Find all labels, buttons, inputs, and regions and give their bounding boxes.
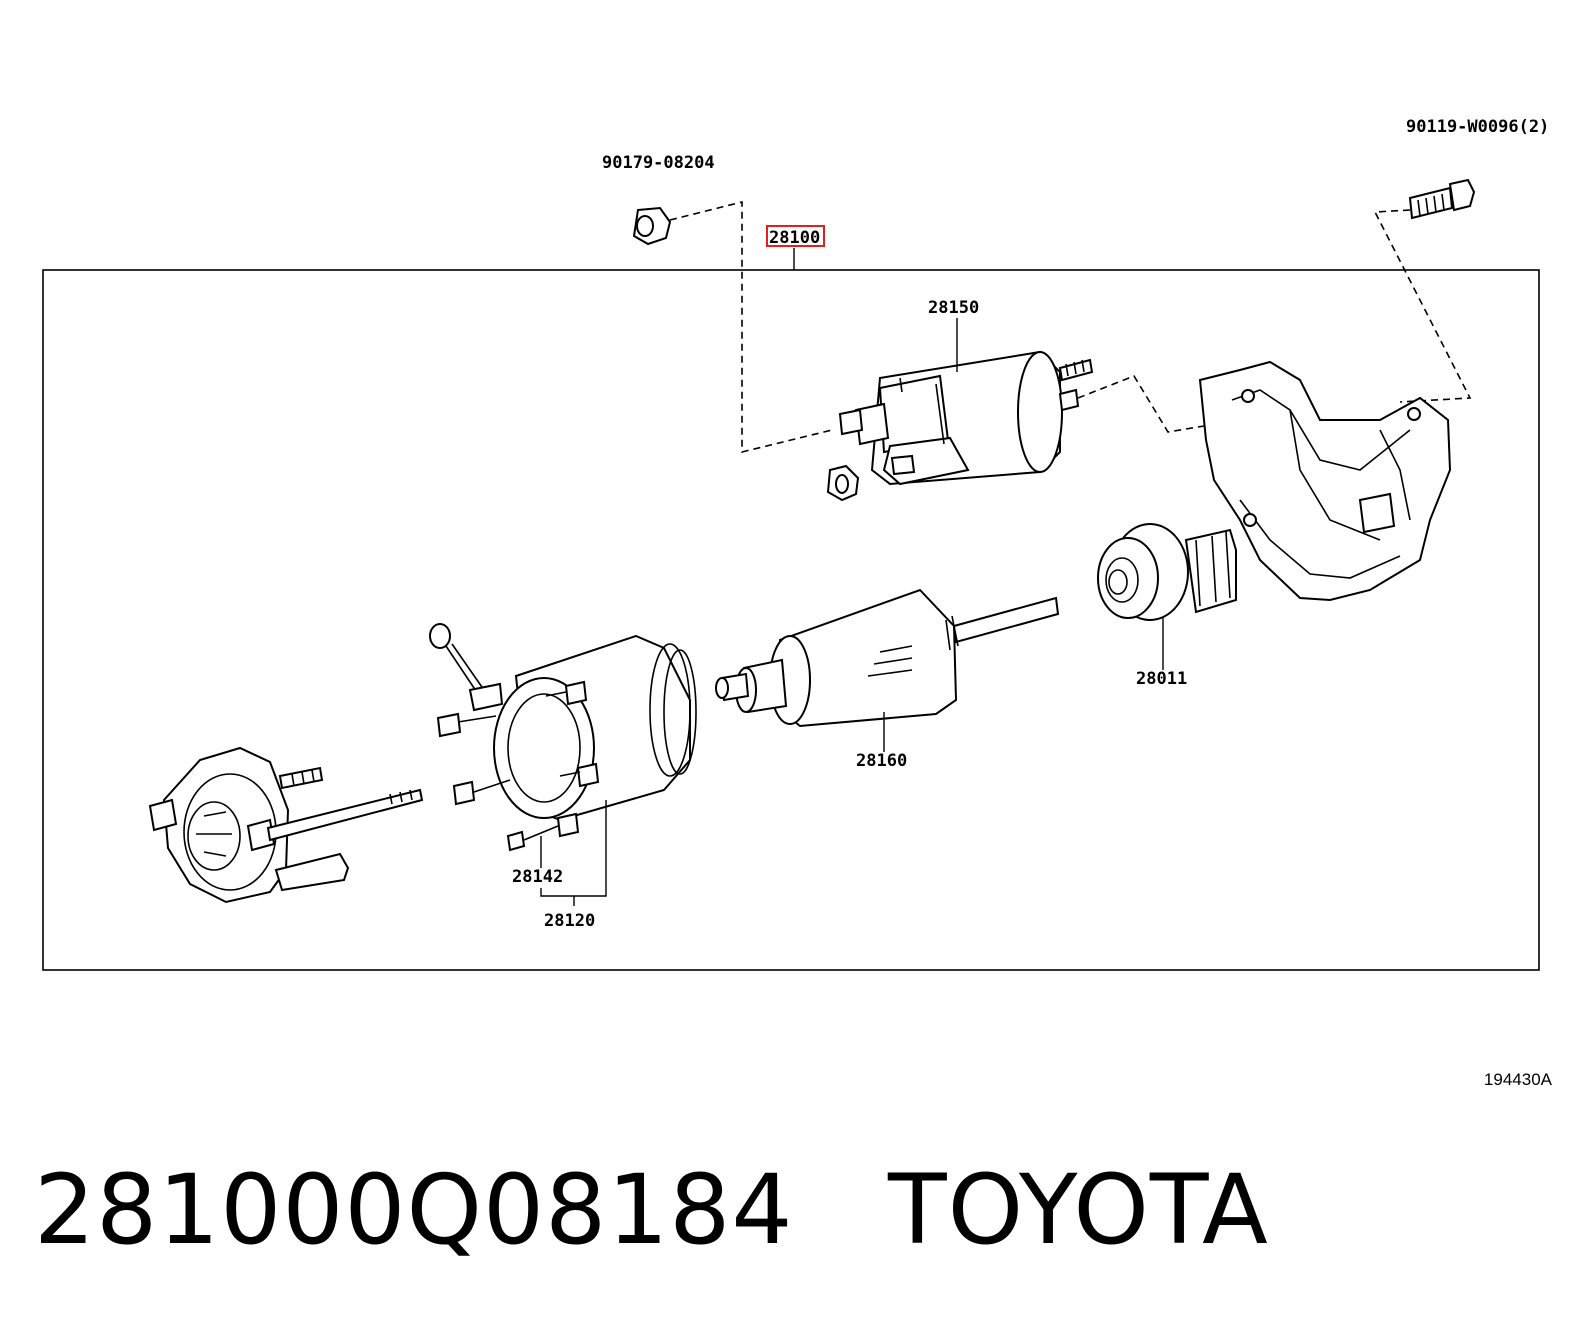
callout-28160[interactable]: 28160 (856, 751, 907, 771)
callout-28011[interactable]: 28011 (1136, 669, 1187, 689)
caption-part-number: 281000Q08184 (34, 1154, 794, 1266)
diagram-reference-code: 194430A (1483, 1070, 1552, 1089)
armature-28160-part[interactable] (715, 588, 1060, 728)
yoke-28120-part[interactable] (429, 623, 697, 822)
solenoid-nut-part[interactable] (826, 464, 860, 502)
assembly-highlight-box (766, 225, 825, 247)
callout-28100[interactable]: 28100 (769, 228, 820, 248)
nut-90179-part[interactable] (632, 206, 672, 246)
callout-28150[interactable]: 28150 (928, 298, 979, 318)
callout-90179-08204[interactable]: 90179-08204 (602, 153, 715, 173)
part-caption: 281000Q08184 TOYOTA (34, 1160, 1269, 1260)
clutch-28011-part[interactable] (1097, 523, 1237, 621)
drive-housing-part[interactable] (1198, 360, 1452, 602)
callout-90119-w0096[interactable]: 90119-W0096(2) (1406, 117, 1549, 137)
caption-brand: TOYOTA (887, 1154, 1269, 1266)
bolt-90119-part[interactable] (1408, 178, 1476, 220)
callout-28142[interactable]: 28142 (512, 867, 563, 887)
assembly-boundary (42, 269, 1540, 971)
solenoid-28150-part[interactable] (838, 350, 1094, 486)
end-frame-part[interactable] (148, 746, 424, 904)
callout-28120[interactable]: 28120 (544, 911, 595, 931)
brush-28142-part[interactable] (506, 812, 580, 852)
